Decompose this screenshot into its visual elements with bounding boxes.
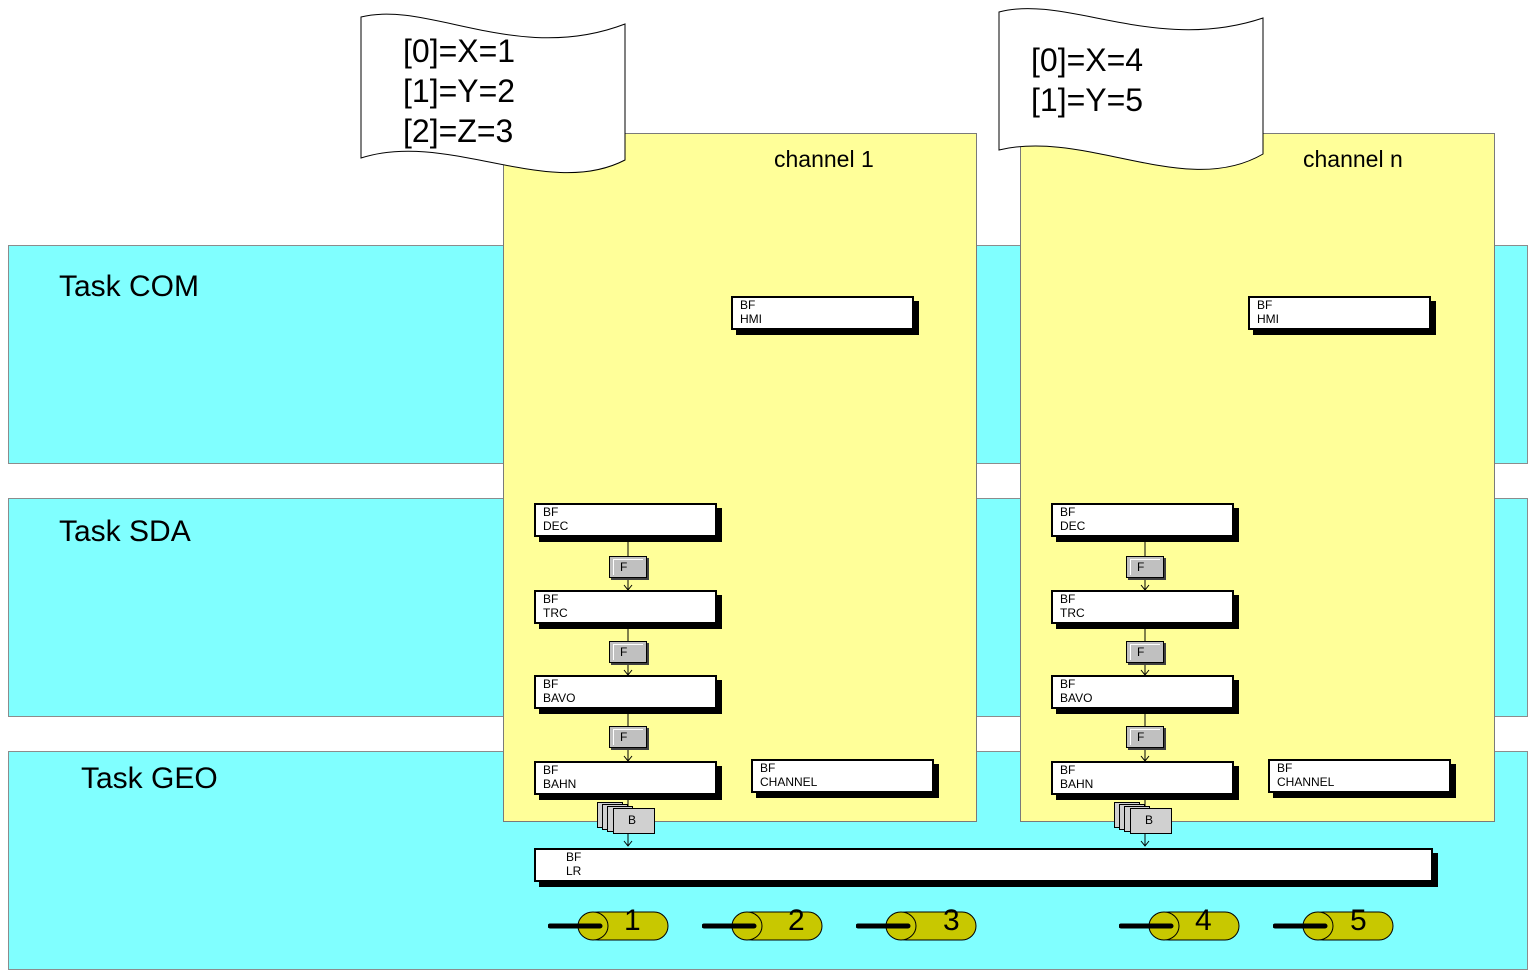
b-label: B: [1145, 813, 1154, 827]
f-label: F: [1137, 730, 1145, 744]
bf-trc-block[interactable]: BF TRC: [1051, 590, 1234, 624]
axis-4[interactable]: 4: [1119, 906, 1259, 944]
axis-5[interactable]: 5: [1273, 906, 1413, 944]
bf-name: TRC: [1060, 606, 1085, 620]
bf-prefix: BF: [1060, 763, 1076, 777]
axis-2[interactable]: 2: [702, 906, 842, 944]
f-label: F: [1137, 645, 1145, 659]
bf-prefix: BF: [1060, 677, 1076, 691]
task-com-label: Task COM: [59, 270, 200, 303]
bf-name: BAVO: [1060, 691, 1093, 705]
bf-prefix: BF: [543, 592, 559, 606]
b-buffer-card: B: [1130, 808, 1172, 834]
note-line: [1]=Y=2: [403, 73, 516, 109]
bf-name: CHANNEL: [1277, 775, 1335, 789]
note-line: [1]=Y=5: [1031, 82, 1144, 118]
channel-n-note: [0]=X=4 [1]=Y=5: [996, 4, 1266, 184]
bf-prefix: BF: [1060, 592, 1076, 606]
task-geo-label: Task GEO: [81, 762, 218, 795]
b-buffer-stack[interactable]: B: [1114, 802, 1174, 836]
axis-number: 1: [624, 904, 641, 937]
bf-channel-block[interactable]: BF CHANNEL: [1268, 759, 1451, 793]
bf-bahn-block[interactable]: BF BAHN: [1051, 761, 1234, 795]
f-queue-box[interactable]: F: [1126, 641, 1164, 663]
bf-prefix: BF: [543, 677, 559, 691]
f-queue-box[interactable]: F: [609, 726, 647, 748]
b-buffer-card: B: [613, 808, 655, 834]
axis-number: 3: [943, 904, 960, 937]
bf-trc-block[interactable]: BF TRC: [534, 590, 717, 624]
axis-number: 5: [1350, 904, 1367, 937]
bf-prefix: BF: [740, 298, 756, 312]
bf-name: CHANNEL: [760, 775, 818, 789]
b-label: B: [628, 813, 637, 827]
bf-name: BAHN: [543, 777, 577, 791]
b-buffer-stack[interactable]: B: [597, 802, 657, 836]
axis-number: 4: [1195, 904, 1212, 937]
channel-n-panel: channel n: [1020, 133, 1495, 822]
bf-name: DEC: [543, 519, 569, 533]
bf-bavo-block[interactable]: BF BAVO: [1051, 675, 1234, 709]
bf-name: TRC: [543, 606, 568, 620]
channel-1-note: [0]=X=1 [1]=Y=2 [2]=Z=3: [358, 10, 628, 185]
bf-prefix: BF: [566, 850, 582, 864]
bf-name: BAHN: [1060, 777, 1094, 791]
bf-prefix: BF: [1257, 298, 1273, 312]
bf-bahn-block[interactable]: BF BAHN: [534, 761, 717, 795]
bf-hmi-block[interactable]: BF HMI: [731, 296, 914, 330]
bf-prefix: BF: [543, 763, 559, 777]
bf-bavo-block[interactable]: BF BAVO: [534, 675, 717, 709]
bf-prefix: BF: [1277, 761, 1293, 775]
bf-prefix: BF: [543, 505, 559, 519]
note-line: [0]=X=4: [1031, 42, 1144, 78]
note-line: [0]=X=1: [403, 33, 516, 69]
bf-name: DEC: [1060, 519, 1086, 533]
bf-name: BAVO: [543, 691, 576, 705]
axis-3[interactable]: 3: [856, 906, 996, 944]
bf-channel-block[interactable]: BF CHANNEL: [751, 759, 934, 793]
f-queue-box[interactable]: F: [609, 641, 647, 663]
bf-name: HMI: [740, 312, 762, 326]
channel-n-title: channel n: [1303, 146, 1403, 172]
f-queue-box[interactable]: F: [1126, 556, 1164, 578]
bf-prefix: BF: [1060, 505, 1076, 519]
channel-1-title: channel 1: [774, 146, 874, 172]
bf-name: LR: [566, 864, 582, 878]
bf-prefix: BF: [760, 761, 776, 775]
note-line: [2]=Z=3: [403, 113, 514, 149]
axis-1[interactable]: 1: [548, 906, 688, 944]
bf-name: HMI: [1257, 312, 1279, 326]
f-label: F: [620, 560, 628, 574]
bf-lr-block[interactable]: BF LR: [534, 848, 1433, 882]
bf-hmi-block[interactable]: BF HMI: [1248, 296, 1431, 330]
f-queue-box[interactable]: F: [1126, 726, 1164, 748]
bf-dec-block[interactable]: BF DEC: [1051, 503, 1234, 537]
f-queue-box[interactable]: F: [609, 556, 647, 578]
f-label: F: [620, 730, 628, 744]
axis-number: 2: [788, 904, 805, 937]
f-label: F: [1137, 560, 1145, 574]
channel-1-panel: channel 1: [503, 133, 977, 822]
bf-dec-block[interactable]: BF DEC: [534, 503, 717, 537]
f-label: F: [620, 645, 628, 659]
task-sda-label: Task SDA: [59, 515, 191, 548]
